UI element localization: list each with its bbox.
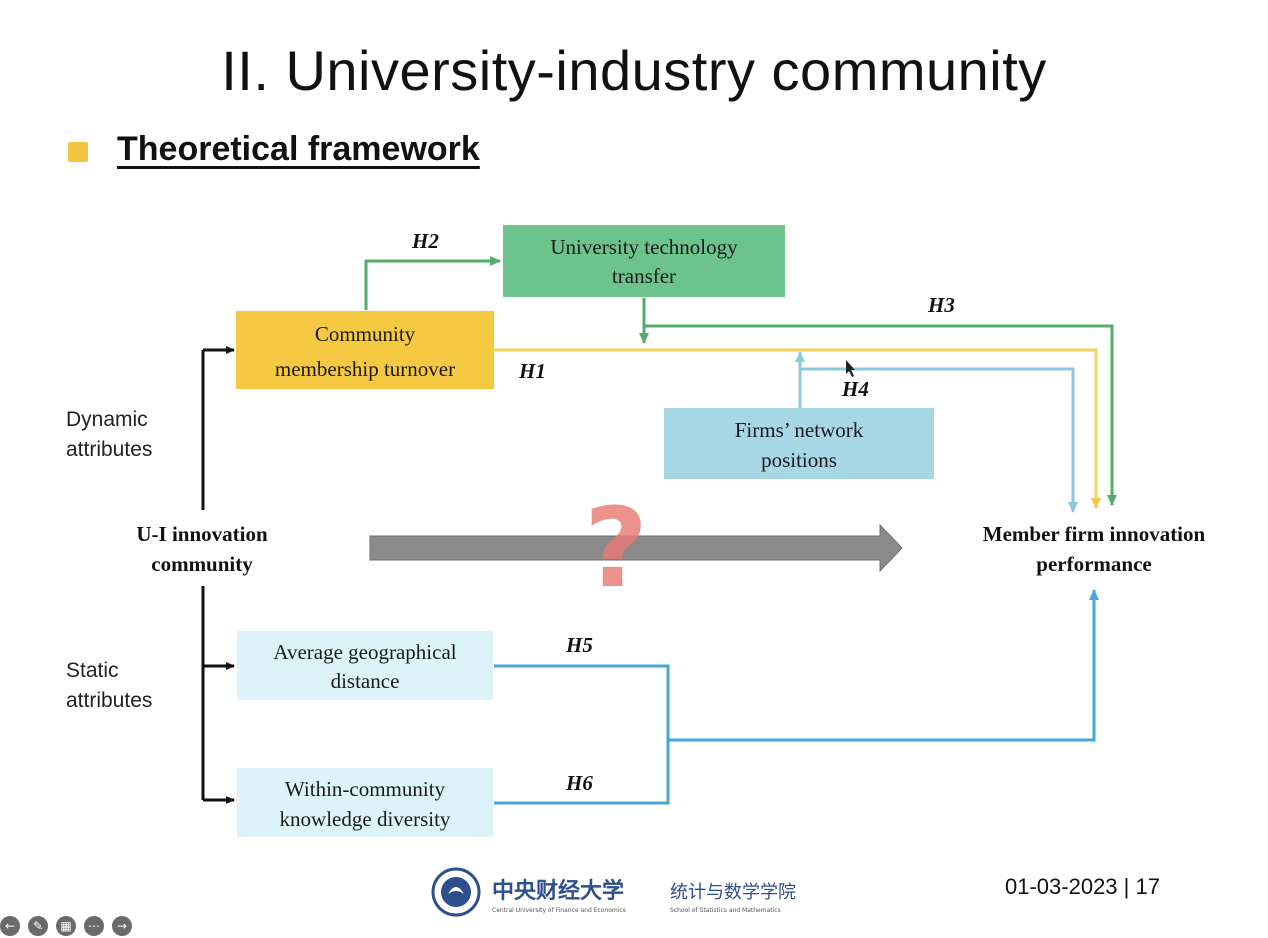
membership-turnover-box	[236, 311, 494, 389]
geo-distance-label-1: Average geographical	[273, 640, 456, 664]
static-attributes-label-1: Static	[66, 659, 119, 682]
dynamic-attributes-label-2: attributes	[66, 438, 152, 461]
light-blue-connector-h4	[795, 351, 1078, 513]
bullet-square-icon	[68, 142, 88, 162]
logo-en-text: Central University of Finance and Econom…	[492, 907, 626, 914]
membership-turnover-label-1: Community	[315, 322, 416, 346]
back-icon[interactable]: ←	[0, 916, 20, 936]
date-page-number: 01-03-2023 | 17	[1005, 874, 1160, 899]
yellow-connector-h1	[494, 348, 1101, 509]
knowledge-diversity-label-2: knowledge diversity	[280, 807, 451, 831]
section-heading: Theoretical framework	[117, 130, 480, 168]
geo-distance-box	[237, 631, 493, 700]
blue-connectors-h5-h6	[494, 589, 1099, 805]
school-cn-text: 统计与数学学院	[670, 882, 796, 903]
hypothesis-h4: H4	[841, 377, 869, 401]
firm-performance-label-1: Member firm innovation	[983, 522, 1206, 546]
network-positions-label-1: Firms’ network	[735, 418, 864, 442]
knowledge-diversity-box	[237, 768, 493, 837]
slides-icon[interactable]: ▦	[56, 916, 76, 936]
ui-community-tree	[201, 346, 235, 804]
more-icon[interactable]: ⋯	[84, 916, 104, 936]
slide-title: II. University-industry community	[221, 39, 1047, 102]
static-attributes-label-2: attributes	[66, 689, 152, 712]
firm-performance-label-2: performance	[1036, 552, 1151, 576]
ui-community-label-1: U-I innovation	[136, 522, 268, 546]
hypothesis-h2: H2	[411, 229, 439, 253]
mouse-cursor-icon	[846, 360, 855, 377]
viewer-controls: ← ✎ ▦ ⋯ →	[0, 916, 132, 938]
hypothesis-h3: H3	[927, 293, 955, 317]
knowledge-diversity-label-1: Within-community	[285, 777, 446, 801]
ui-community-label-2: community	[151, 552, 253, 576]
forward-icon[interactable]: →	[112, 916, 132, 936]
membership-turnover-label-2: membership turnover	[275, 357, 455, 381]
main-effect-arrow	[369, 523, 903, 573]
dynamic-attributes-label-1: Dynamic	[66, 408, 148, 431]
geo-distance-label-2: distance	[331, 669, 400, 693]
tech-transfer-label-1: University technology	[550, 235, 738, 259]
hypothesis-h5: H5	[565, 633, 593, 657]
hypothesis-h1: H1	[518, 359, 546, 383]
university-logo: 中央财经大学 Central University of Finance and…	[431, 867, 796, 917]
tech-transfer-box	[503, 225, 785, 297]
pen-icon[interactable]: ✎	[28, 916, 48, 936]
hypothesis-h6: H6	[565, 771, 593, 795]
green-connectors	[364, 256, 1117, 506]
school-en-text: School of Statistics and Mathematics	[670, 907, 781, 914]
network-positions-label-2: positions	[761, 448, 837, 472]
tech-transfer-label-2: transfer	[612, 264, 676, 288]
logo-cn-text: 中央财经大学	[492, 878, 624, 904]
question-mark: ?	[584, 484, 648, 612]
network-positions-box	[664, 408, 934, 479]
